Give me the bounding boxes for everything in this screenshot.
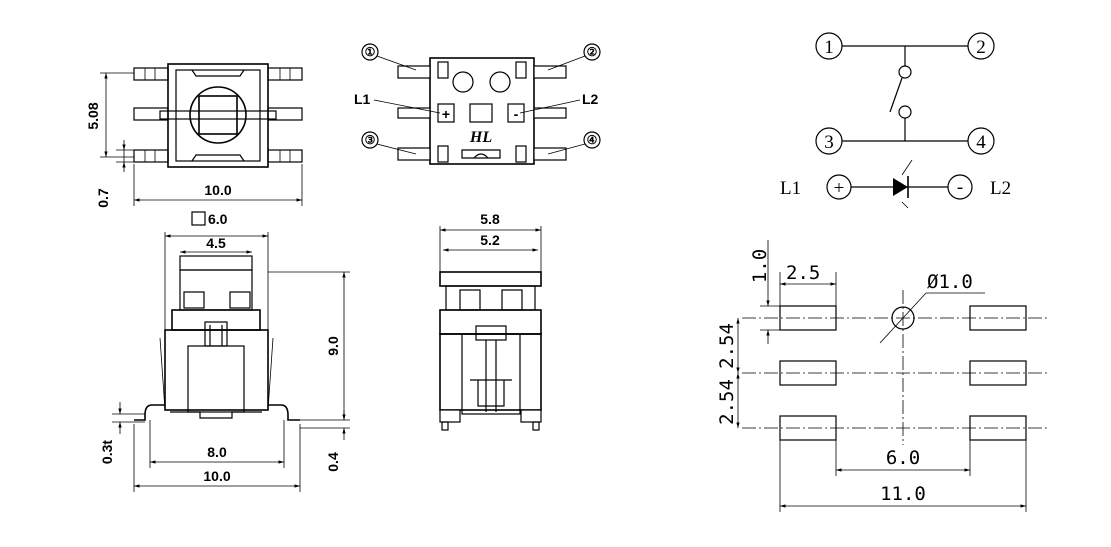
front-inner-width-label: 4.5: [206, 235, 226, 251]
fp-inner-span-label: 6.0: [886, 447, 920, 469]
bottom-view: + - HL ① ② ③ ④ L1 L2: [354, 43, 601, 165]
schem-terminal4: 4: [976, 132, 986, 153]
schem-terminal1: 1: [824, 37, 834, 58]
front-thickness-label: 0.3t: [99, 440, 115, 464]
fp-pad-height-label: 1.0: [749, 249, 771, 283]
front-view: 6.0 4.5 9.0 0.4: [99, 211, 350, 492]
bottom-minus-mark: -: [514, 106, 519, 122]
fp-pad-width-label: 2.5: [786, 262, 820, 284]
front-overall-width-label: 10.0: [203, 468, 230, 484]
front-height-label: 9.0: [325, 336, 341, 356]
top-height-label: 5.08: [85, 102, 101, 129]
top-pin-gap-label: 0.7: [95, 188, 111, 208]
bottom-plus-mark: +: [442, 106, 450, 122]
bottom-l2-label: L2: [582, 91, 599, 107]
bottom-pin3: ③: [365, 133, 376, 147]
schem-plus: +: [834, 178, 845, 199]
fp-pitch-bottom-label: 2.54: [716, 379, 738, 425]
front-inner-span-label: 8.0: [207, 444, 227, 460]
bottom-pin1: ①: [365, 45, 376, 59]
front-square-label: 6.0: [208, 211, 228, 227]
fp-hole-label: Ø1.0: [927, 271, 973, 293]
schem-terminal3: 3: [824, 132, 834, 153]
side-outer-width-label: 5.8: [480, 211, 500, 227]
bottom-logo: HL: [469, 129, 492, 146]
front-standoff-label: 0.4: [325, 452, 341, 472]
top-width-label: 10.0: [204, 182, 231, 198]
side-inner-width-label: 5.2: [480, 232, 500, 248]
pcb-footprint: Ø1.0 2.5 1.0 2.54 2.54 6.0 11.0: [716, 240, 1048, 512]
schem-l1-label: L1: [780, 178, 801, 199]
schem-l2-label: L2: [990, 178, 1011, 199]
fp-overall-span-label: 11.0: [880, 483, 926, 505]
fp-pitch-top-label: 2.54: [716, 323, 738, 369]
top-view: 5.08 0.7 10.0: [85, 63, 303, 208]
bottom-pin2: ②: [587, 45, 598, 59]
schem-terminal2: 2: [976, 37, 986, 58]
side-view: 5.8 5.2: [439, 211, 542, 431]
bottom-l1-label: L1: [354, 91, 371, 107]
schematic: 1 2 3 4 L1 + - L2: [780, 32, 1011, 209]
bottom-pin4: ④: [587, 133, 598, 147]
schem-minus: -: [957, 177, 963, 198]
